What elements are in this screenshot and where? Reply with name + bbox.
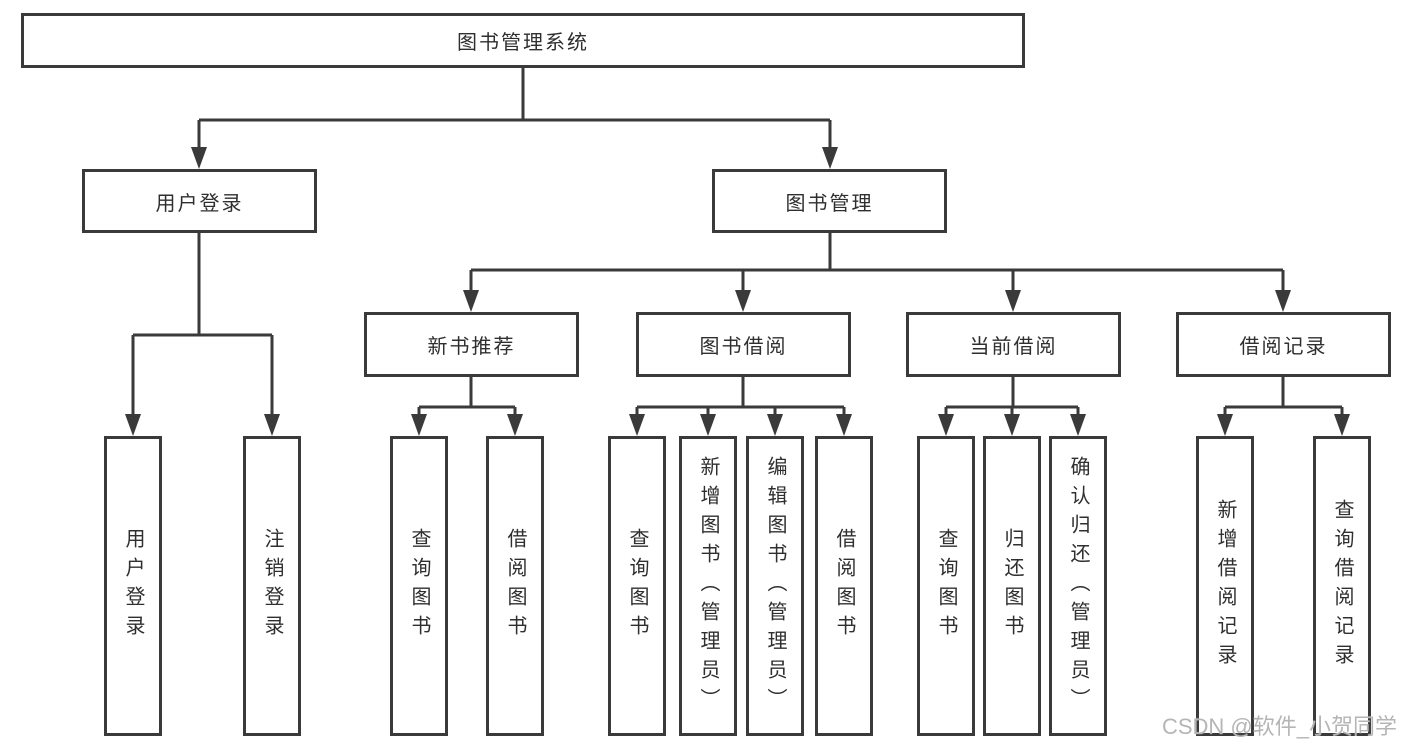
node-leaf-cb-query-books-label: 查询图书 [935,528,957,644]
node-user-login-label: 用户登录 [155,192,244,215]
node-leaf-bb-borrow-books: 借阅图书 [815,436,873,736]
connector-book-management-to-level3 [463,233,1291,312]
node-book-borrow: 图书借阅 [636,312,851,377]
connector-user-login-to-leaves [125,233,280,436]
node-leaf-cb-return-books-label: 归还图书 [1001,528,1023,644]
node-leaf-logout-label: 注销登录 [261,528,283,644]
node-leaf-br-query-record: 查询借阅记录 [1313,436,1371,736]
connector-root-to-level2 [191,68,838,169]
node-leaf-cb-query-books: 查询图书 [917,436,975,736]
node-leaf-br-query-record-label: 查询借阅记录 [1331,499,1353,673]
node-leaf-cb-confirm-return-admin-label: 确认归还（管理员） [1067,455,1089,717]
node-leaf-cb-return-books: 归还图书 [983,436,1041,736]
node-book-management-label: 图书管理 [785,192,874,215]
node-book-management: 图书管理 [712,169,947,233]
node-leaf-bb-borrow-books-label: 借阅图书 [833,528,855,644]
node-leaf-br-add-record: 新增借阅记录 [1196,436,1254,736]
csdn-watermark: CSDN @软件_小贺同学 [1161,714,1397,739]
node-current-borrow: 当前借阅 [906,312,1121,377]
node-leaf-bb-query-books: 查询图书 [608,436,666,736]
node-new-book-recommend-label: 新书推荐 [427,336,516,358]
node-leaf-bb-edit-books-admin: 编辑图书（管理员） [746,436,804,736]
node-leaf-rec-borrow-books-label: 借阅图书 [504,528,526,644]
node-leaf-rec-query-books: 查询图书 [390,436,448,736]
node-leaf-cb-confirm-return-admin: 确认归还（管理员） [1049,436,1107,736]
node-book-borrow-label: 图书借阅 [699,336,788,358]
node-leaf-logout: 注销登录 [243,436,301,736]
connector-borrow-records-to-leaves [1217,377,1350,436]
node-leaf-user-login-label: 用户登录 [122,528,144,644]
node-leaf-rec-borrow-books: 借阅图书 [486,436,544,736]
connector-new-book-recommend-to-leaves [411,377,523,436]
node-leaf-bb-query-books-label: 查询图书 [626,528,648,644]
node-leaf-bb-add-books-admin: 新增图书（管理员） [679,436,737,736]
node-borrow-records-label: 借阅记录 [1239,336,1328,358]
node-leaf-bb-add-books-admin-label: 新增图书（管理员） [697,455,719,717]
node-root: 图书管理系统 [21,13,1025,68]
node-leaf-bb-edit-books-admin-label: 编辑图书（管理员） [764,455,786,717]
node-leaf-user-login: 用户登录 [104,436,162,736]
connector-current-borrow-to-leaves [938,377,1086,436]
node-user-login: 用户登录 [82,169,317,233]
node-root-label: 图书管理系统 [457,32,589,54]
connector-book-borrow-to-leaves [629,377,852,436]
node-borrow-records: 借阅记录 [1176,312,1391,377]
node-leaf-rec-query-books-label: 查询图书 [408,528,430,644]
node-current-borrow-label: 当前借阅 [969,336,1058,358]
node-leaf-br-add-record-label: 新增借阅记录 [1214,499,1236,673]
node-new-book-recommend: 新书推荐 [364,312,579,377]
